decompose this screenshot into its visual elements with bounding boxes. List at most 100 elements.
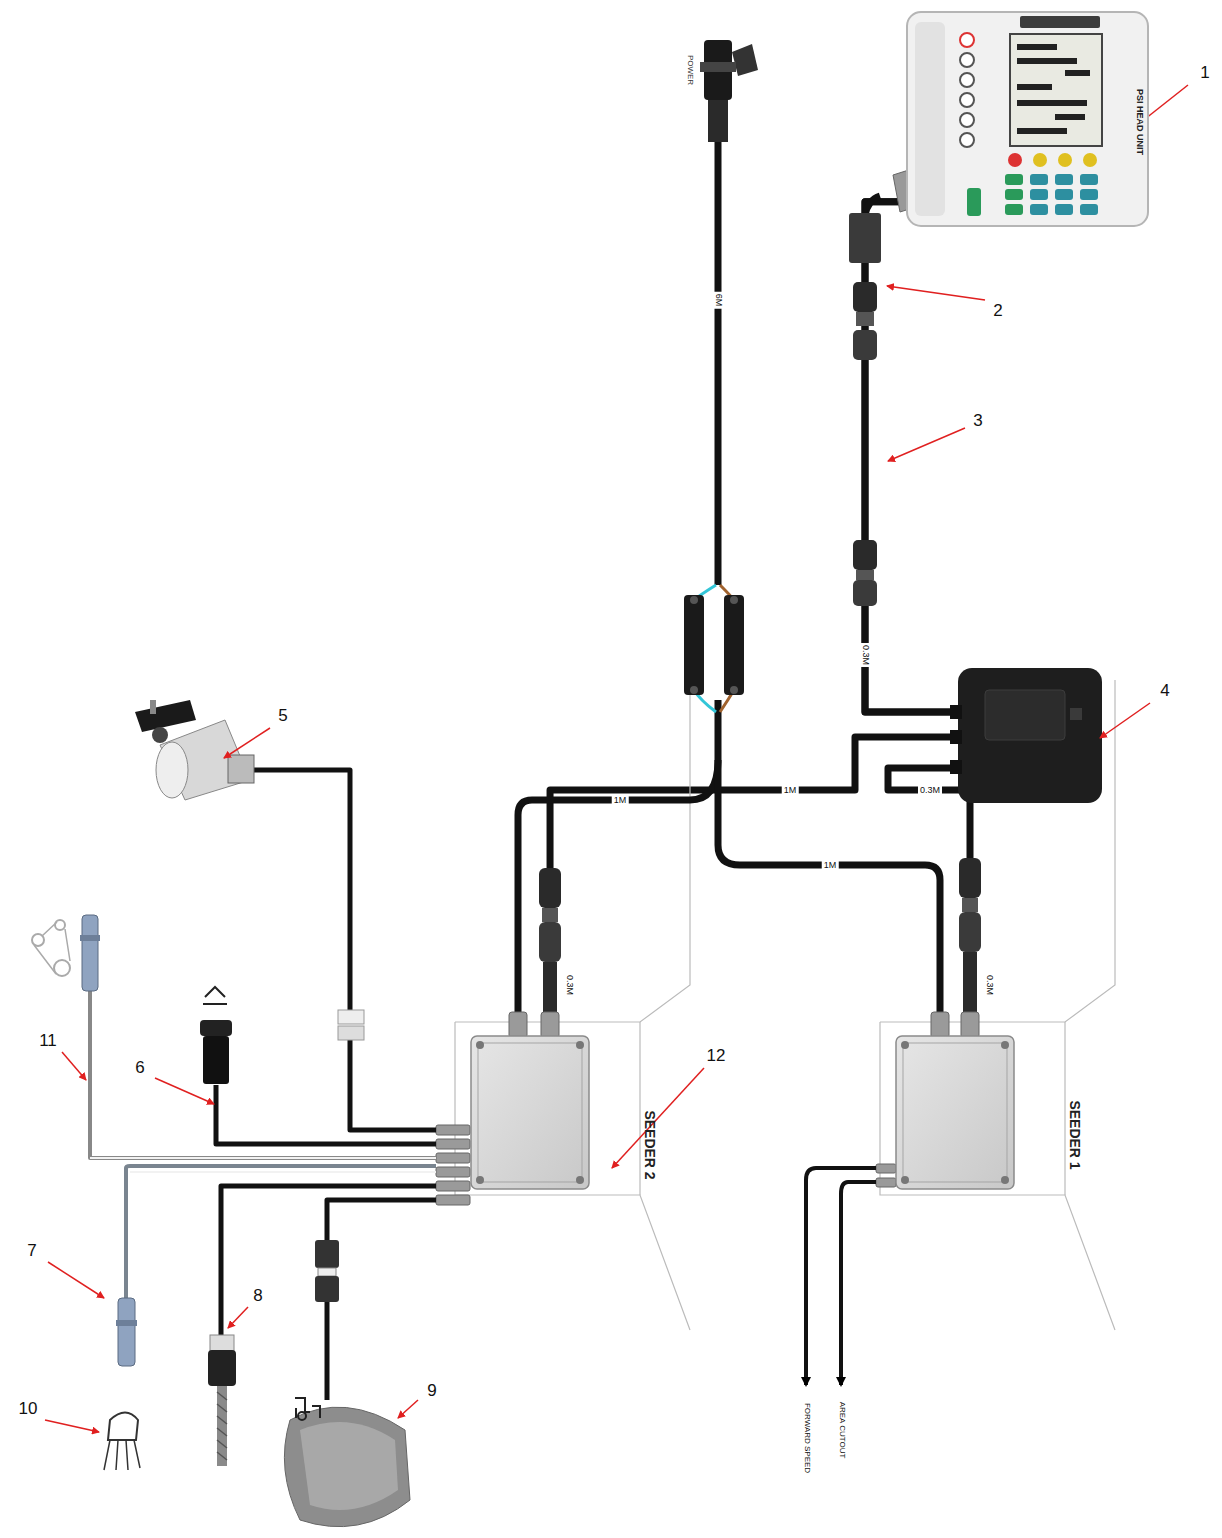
pressure-sensor-part [200, 1020, 232, 1036]
keypad-key [1055, 174, 1073, 185]
shaft-sensor [32, 915, 100, 991]
cable-gland-part [436, 1125, 470, 1135]
callout-number: 11 [39, 1032, 57, 1049]
lid-screw [476, 1176, 484, 1184]
seeder-box-body [470, 1035, 590, 1190]
seeder-box: SEEDER 1 [895, 1035, 1015, 1190]
callout-arrow-part [155, 1078, 214, 1104]
inline-connector-part [539, 868, 561, 908]
cable-connector [865, 202, 1000, 1035]
shaft-sensor-part [34, 922, 70, 974]
level-sensor-part [210, 1335, 234, 1351]
valve-plug-part [338, 1026, 364, 1040]
keypad-key [1055, 189, 1073, 200]
seeder-box-lid [478, 1043, 582, 1182]
junction-box-part [950, 760, 962, 774]
function-button [1033, 153, 1047, 167]
sensor-wires-part [325, 1300, 330, 1400]
flow-valve-part [135, 700, 196, 732]
lift-sensor-part [315, 1276, 339, 1302]
side-button [960, 53, 974, 67]
side-button [960, 73, 974, 87]
sensor-wires [90, 770, 436, 1400]
flow-valve-part [150, 700, 156, 714]
seeder-box-case [471, 1036, 589, 1189]
cable-gland-part [961, 1012, 979, 1038]
power-cable [518, 140, 940, 1030]
cable-length: 1M [822, 861, 839, 870]
callout-arrow-part [887, 286, 985, 300]
inline-connector-part [962, 898, 978, 912]
power-plug [700, 40, 758, 142]
seeder-box-body [895, 1035, 1015, 1190]
tine-sensor-part [116, 1320, 137, 1326]
ferrite-core [849, 213, 881, 263]
screen-bar [1017, 84, 1052, 90]
inline-connector-part [539, 922, 561, 962]
lift-sensor-part [284, 1407, 410, 1527]
keypad-key [1005, 204, 1023, 215]
keypad-key [1005, 174, 1023, 185]
lid-screw [576, 1041, 584, 1049]
callout-number: 12 [707, 1047, 726, 1064]
shaft-sensor-part [80, 935, 100, 941]
ferrite-core-part [849, 213, 881, 263]
pressure-sensor-part [203, 987, 227, 1004]
junction-box-part [950, 705, 962, 719]
inline-connector-part [853, 540, 877, 570]
pressure-sensor-part [203, 1036, 229, 1084]
head-unit-case [907, 12, 1148, 226]
screen-bar [1055, 114, 1085, 120]
head-unit-screen [1010, 34, 1102, 146]
screen-bar [1017, 100, 1087, 106]
cable-gland-part [436, 1153, 470, 1163]
junction-box [950, 668, 1102, 803]
cable-length: 0.3M [861, 643, 870, 667]
keypad-key [1005, 189, 1023, 200]
callout-arrow-part [228, 1307, 248, 1328]
callout-number: 3 [973, 412, 982, 429]
tine-sensor-part [108, 1413, 138, 1441]
cable-length: 0.3M [985, 973, 994, 997]
callout-arrow-part [62, 1052, 86, 1080]
inline-connector-part [959, 858, 981, 898]
head-unit-body [905, 10, 1150, 228]
inline-connector-part [853, 282, 877, 312]
callout-arrow-part [398, 1400, 418, 1418]
cable-label: POWER [686, 53, 694, 87]
sensor-wires-part [350, 1040, 436, 1130]
lid-screw [901, 1176, 909, 1184]
side-button [960, 93, 974, 107]
head-unit-badge [1020, 16, 1100, 28]
callout-arrow-part [888, 428, 965, 461]
sensor-wires-part [90, 1157, 436, 1159]
junction-box-part [985, 690, 1065, 740]
tine-sensor-part [104, 1440, 140, 1470]
inline-connector-part [963, 952, 977, 1012]
fuse-holder-part [730, 596, 738, 604]
cable-gland-part [541, 1012, 559, 1038]
output-wires-part [806, 1168, 876, 1385]
fuse-holder-part [690, 686, 698, 694]
callout-arrow-part [224, 728, 270, 758]
cable-length: 6M [714, 292, 723, 309]
lid-screw [476, 1041, 484, 1049]
shaft-sensor-part [82, 915, 98, 991]
screen-bar [1017, 128, 1067, 134]
junction-box-part [958, 668, 1102, 803]
keypad-key [1080, 204, 1098, 215]
side-button [960, 133, 974, 147]
function-button [1083, 153, 1097, 167]
keypad-key [1030, 189, 1048, 200]
function-button [1058, 153, 1072, 167]
lid-screw [1001, 1041, 1009, 1049]
callout-arrow-part [612, 1068, 704, 1168]
callout-number: 2 [993, 302, 1002, 319]
callout-number: 8 [253, 1287, 262, 1304]
callout-arrow-part [48, 1262, 104, 1298]
callout-number: 7 [27, 1242, 36, 1259]
head-unit: PSI HEAD UNIT [905, 10, 1150, 228]
callout-number: 1 [1200, 64, 1209, 81]
side-button [960, 33, 974, 47]
